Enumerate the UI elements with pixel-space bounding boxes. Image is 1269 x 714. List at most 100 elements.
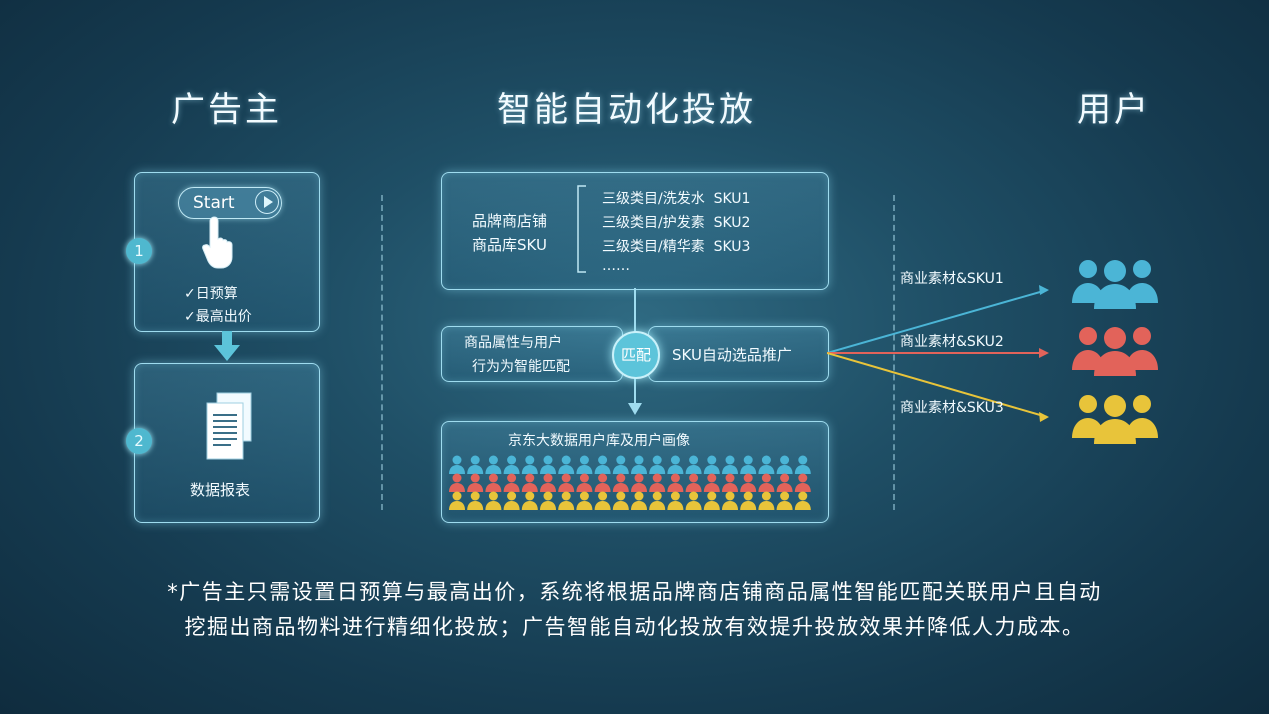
crowd-person (576, 473, 593, 492)
column-title-advertiser: 广告主 (171, 90, 282, 130)
crowd-person (612, 491, 629, 510)
report-label: 数据报表 (190, 481, 251, 499)
crowd-person (722, 491, 738, 510)
play-icon (255, 190, 279, 214)
column-title-automation: 智能自动化投放 (497, 90, 756, 130)
bigdata-title: 京东大数据用户库及用户画像 (508, 433, 690, 449)
crowd-person (631, 491, 647, 510)
output-label-2: 商业素材&SKU2 (900, 334, 1004, 350)
start-label: Start (193, 193, 235, 213)
crowd-person (540, 455, 556, 474)
crowd-person (776, 473, 793, 492)
crowd-person (612, 455, 629, 474)
crowd-person (594, 473, 611, 492)
crowd-icon (449, 455, 811, 510)
crowd-person (503, 491, 520, 510)
crowd-person (503, 473, 520, 492)
crowd-person (540, 491, 556, 510)
crowd-person (485, 491, 502, 510)
crowd-person (467, 491, 484, 510)
footer-line2: 挖掘出商品物料进行精细化投放；广告智能自动化投放有效提升投放效果并降低人力成本。 (184, 615, 1085, 639)
crowd-person (449, 491, 465, 510)
attr-match-line2: 行为为智能匹配 (472, 359, 570, 375)
crowd-person (449, 473, 465, 492)
crowd-person (558, 473, 575, 492)
crowd-person (758, 491, 775, 510)
user-group-icon-blue (1072, 260, 1158, 309)
auto-select-panel (648, 326, 829, 382)
arrow-down-icon (213, 331, 241, 367)
crowd-person (649, 491, 666, 510)
document-icon (203, 391, 255, 467)
crowd-person (467, 473, 484, 492)
crowd-person (740, 491, 757, 510)
attr-match-panel (441, 326, 623, 382)
check-icon: ✓ (184, 309, 196, 325)
step2-badge: 2 (126, 428, 152, 454)
crowd-person (521, 491, 538, 510)
sku-item-3: 三级类目/精华素 SKU3 (602, 239, 751, 255)
step1-badge: 1 (126, 238, 152, 264)
crowd-person (740, 473, 757, 492)
crowd-person (776, 455, 793, 474)
crowd-person (467, 455, 484, 474)
crowd-person (794, 491, 811, 510)
crowd-person (776, 491, 793, 510)
output-label-1: 商业素材&SKU1 (900, 271, 1004, 287)
crowd-person (794, 473, 811, 492)
crowd-person (612, 473, 629, 492)
sku-source-panel (441, 172, 829, 290)
crowd-person (667, 473, 684, 492)
sku-item-1: 三级类目/洗发水 SKU1 (602, 191, 751, 207)
sku-source-line1: 品牌商店铺 (472, 212, 548, 230)
crowd-person (485, 455, 502, 474)
crowd-person (594, 455, 611, 474)
crowd-person (558, 455, 575, 474)
footer-line1: *广告主只需设置日预算与最高出价，系统将根据品牌商店铺商品属性智能匹配关联用户且… (167, 580, 1102, 604)
crowd-person (649, 455, 666, 474)
crowd-person (558, 491, 575, 510)
crowd-person (740, 455, 757, 474)
option-max-bid: ✓最高出价 (184, 309, 252, 325)
output-label-3: 商业素材&SKU3 (900, 400, 1004, 416)
user-group-icon-yellow (1072, 395, 1158, 444)
crowd-person (667, 455, 684, 474)
start-button[interactable]: Start (178, 187, 282, 219)
crowd-person (685, 455, 702, 474)
separator-left (381, 195, 383, 510)
arrow-down-small-icon (628, 403, 642, 415)
user-group-icon-red (1072, 327, 1158, 376)
hand-pointer-icon (200, 213, 246, 273)
sku-source-line2: 商品库SKU (472, 236, 547, 254)
crowd-person (576, 455, 593, 474)
crowd-person (649, 473, 666, 492)
crowd-person (722, 455, 738, 474)
crowd-person (685, 491, 702, 510)
crowd-person (449, 455, 465, 474)
crowd-person (703, 455, 720, 474)
crowd-person (758, 455, 775, 474)
sku-item-2: 三级类目/护发素 SKU2 (602, 215, 751, 231)
crowd-person (485, 473, 502, 492)
crowd-person (503, 455, 520, 474)
column-title-user: 用户 (1077, 90, 1151, 130)
crowd-person (703, 473, 720, 492)
crowd-person (540, 473, 556, 492)
match-node: 匹配 (612, 331, 660, 379)
crowd-person (631, 473, 647, 492)
crowd-person (758, 473, 775, 492)
crowd-person (722, 473, 738, 492)
crowd-person (576, 491, 593, 510)
sku-item-more: …… (602, 258, 630, 274)
crowd-person (703, 491, 720, 510)
option-daily-budget: ✓日预算 (184, 286, 238, 302)
crowd-person (685, 473, 702, 492)
bracket-icon (577, 185, 586, 273)
crowd-person (521, 473, 538, 492)
auto-select-label: SKU自动选品推广 (672, 346, 792, 364)
check-icon: ✓ (184, 286, 196, 302)
crowd-person (667, 491, 684, 510)
output-connectors (827, 285, 1049, 422)
crowd-person (631, 455, 647, 474)
crowd-person (594, 491, 611, 510)
